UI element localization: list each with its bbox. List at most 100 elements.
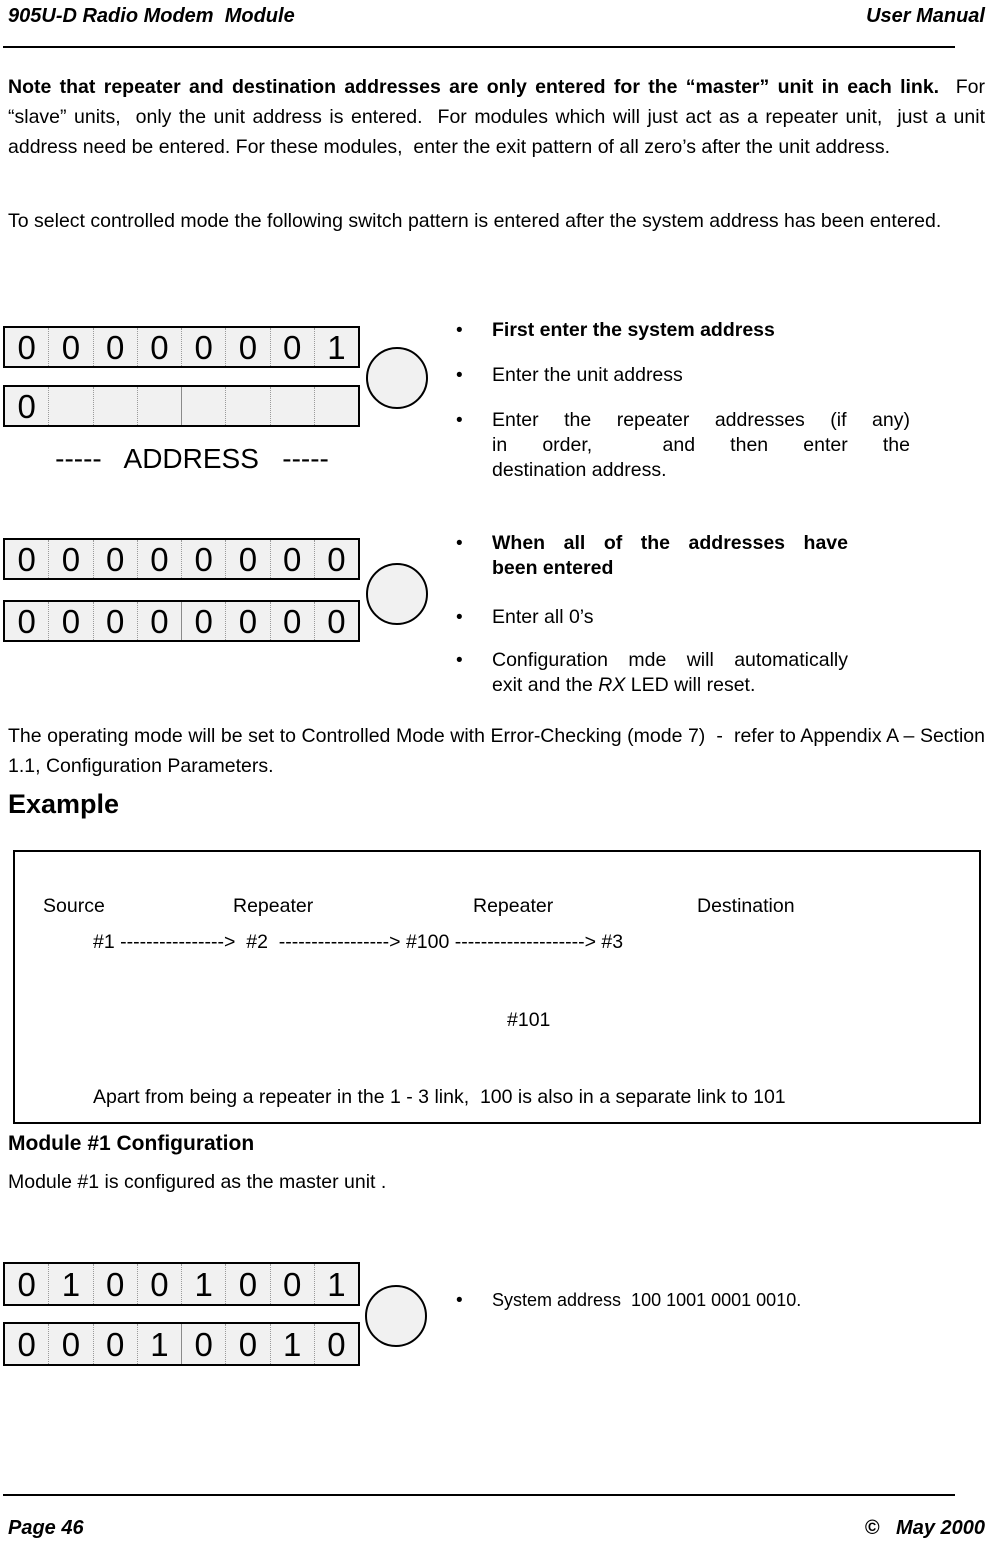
dip-cell: 0 — [92, 540, 137, 578]
dip-cell: 0 — [313, 1324, 358, 1364]
bullet-text: When all of the addresses have been ente… — [492, 531, 848, 581]
dip-cell: 1 — [313, 328, 358, 366]
list-item: When all of the addresses have been ente… — [447, 531, 848, 581]
note-paragraph-bold: Note that repeater and destination addre… — [8, 76, 940, 98]
dip-cell: 0 — [225, 540, 269, 578]
example-branch-node: #101 — [507, 1009, 551, 1031]
bullet-text-line: destination address. — [492, 459, 667, 481]
bullet-text: Configuration mde will automatically exi… — [492, 648, 848, 698]
bullet-icon — [447, 363, 492, 388]
dip-cell: 0 — [136, 328, 181, 366]
bullet-text: Enter all 0’s — [492, 606, 594, 628]
dip-cell: 1 — [269, 1324, 314, 1364]
dip-cell: 0 — [269, 602, 314, 640]
dip-cell: 1 — [181, 1264, 225, 1304]
example-note: Apart from being a repeater in the 1 - 3… — [93, 1086, 786, 1108]
entry-button-circle — [365, 1285, 427, 1347]
dip-cell: 0 — [225, 1264, 269, 1304]
bullet-text-line: Enter the repeater addresses (if any) — [492, 409, 910, 431]
dip-cell: 0 — [17, 387, 36, 425]
controlled-mode-paragraph: To select controlled mode the following … — [8, 210, 942, 232]
dip-cell: 0 — [92, 602, 137, 640]
operating-mode-paragraph: The operating mode will be set to Contro… — [8, 725, 985, 777]
list-item: System address 100 1001 0001 0010. — [447, 1288, 967, 1313]
dip-cell: 0 — [17, 328, 36, 366]
note-paragraph-rest: For “slave” units, only the unit address… — [8, 76, 985, 158]
example-label-source: Source — [43, 895, 105, 917]
bullet-list-2: When all of the addresses have been ente… — [447, 531, 848, 718]
dip-cell — [225, 387, 269, 425]
dip-cell: 0 — [48, 1324, 92, 1364]
dip-cell: 0 — [225, 1324, 269, 1364]
dip-cell: 0 — [313, 602, 358, 640]
dip-cell — [313, 387, 358, 425]
bullet-icon — [447, 318, 492, 343]
dip-cell: 0 — [181, 1324, 225, 1364]
dip-cell: 1 — [48, 1264, 92, 1304]
bullet-text: System address 100 1001 0001 0010. — [492, 1290, 802, 1310]
list-item: Enter the repeater addresses (if any) in… — [447, 408, 910, 483]
list-item: Configuration mde will automatically exi… — [447, 648, 848, 698]
dip-switch-row-2: 0 — [3, 385, 360, 427]
header-divider — [3, 46, 955, 48]
dip-cell: 0 — [181, 602, 225, 640]
dip-cell: 1 — [136, 1324, 181, 1364]
dip-cell: 0 — [48, 540, 92, 578]
dip-cell: 0 — [181, 328, 225, 366]
dip-cell: 1 — [313, 1264, 358, 1304]
module1-body: Module #1 is configured as the master un… — [8, 1171, 387, 1193]
footer-divider — [3, 1494, 955, 1496]
bullet-text-line: When all of the addresses have — [492, 532, 848, 554]
dip-cell: 0 — [48, 602, 92, 640]
bullet-list-1: First enter the system address Enter the… — [447, 318, 910, 503]
dip-cell: 0 — [136, 602, 181, 640]
dip-cell — [48, 387, 92, 425]
dip-switch-row-6: 0 0 0 1 0 0 1 0 — [3, 1322, 360, 1366]
example-link-flow: #1 ----------------> #2 ----------------… — [93, 931, 624, 953]
bullet-text-line: exit and the RX LED will reset. — [492, 673, 848, 698]
dip-cell: 0 — [92, 328, 137, 366]
dip-cell: 0 — [17, 602, 36, 640]
dip-cell: 0 — [17, 1325, 36, 1363]
dip-cell: 0 — [181, 540, 225, 578]
example-label-destination: Destination — [697, 895, 795, 917]
bullet-icon — [447, 648, 492, 698]
bullet-icon — [447, 408, 492, 483]
rx-led-label: RX — [598, 674, 626, 696]
bullet-icon — [447, 605, 492, 630]
note-paragraph: Note that repeater and destination addre… — [8, 72, 985, 162]
dip-cell: 0 — [92, 1264, 137, 1304]
example-label-repeater-2: Repeater — [473, 895, 554, 917]
dip-cell: 0 — [92, 1324, 137, 1364]
bullet-text: First enter the system address — [492, 319, 775, 341]
dip-cell: 0 — [269, 540, 314, 578]
bullet-icon — [447, 1288, 492, 1313]
dip-cell — [92, 387, 137, 425]
entry-button-circle — [366, 347, 428, 409]
dip-cell: 0 — [136, 540, 181, 578]
list-item: Enter the unit address — [447, 363, 910, 388]
dip-switch-row-4: 0 0 0 0 0 0 0 0 — [3, 600, 360, 642]
bullet-text-segment: exit and the — [492, 674, 599, 696]
dip-cell: 0 — [313, 540, 358, 578]
footer-page-number: Page 46 — [8, 1517, 84, 1539]
bullet-text: Enter the unit address — [492, 364, 683, 386]
dip-switch-row-5: 0 1 0 0 1 0 0 1 — [3, 1262, 360, 1306]
list-item: First enter the system address — [447, 318, 910, 343]
address-caption: ----- ADDRESS ----- — [55, 443, 329, 474]
bullet-text-line: in order, and then enter the — [492, 434, 910, 456]
module1-heading: Module #1 Configuration — [8, 1132, 255, 1155]
example-box — [13, 850, 981, 1124]
bullet-icon — [447, 531, 492, 581]
dip-cell: 0 — [269, 1264, 314, 1304]
example-heading: Example — [8, 789, 120, 819]
dip-cell — [269, 387, 314, 425]
dip-cell: 0 — [17, 1265, 36, 1303]
dip-cell: 0 — [136, 1264, 181, 1304]
bullet-text: Enter the repeater addresses (if any) in… — [492, 408, 910, 483]
header-manual-label: User Manual — [866, 5, 985, 27]
dip-cell: 0 — [48, 328, 92, 366]
dip-cell: 0 — [17, 540, 36, 578]
dip-cell: 0 — [225, 602, 269, 640]
